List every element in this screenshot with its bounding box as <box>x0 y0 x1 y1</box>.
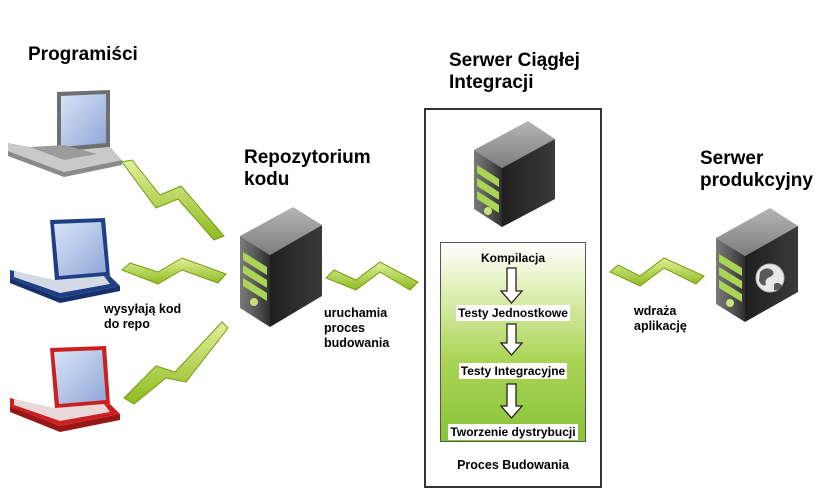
trigger-build-label: uruchamia proces budowania <box>324 306 390 350</box>
deploy-label: wdraża aplikację <box>634 304 687 333</box>
laptop-1-icon <box>8 90 122 177</box>
lightning-bolt-4-icon <box>325 261 419 291</box>
build-step-3: Testy Integracyjne <box>458 363 568 379</box>
laptop-2-icon <box>10 218 120 303</box>
lightning-bolt-1-icon <box>121 159 225 241</box>
build-arrow-2-icon <box>499 323 524 356</box>
build-step-2: Testy Jednostkowe <box>456 305 570 321</box>
build-step-1: Kompilacja <box>480 251 546 265</box>
laptop-3-icon <box>10 346 120 432</box>
lightning-bolt-3-icon <box>123 321 229 405</box>
production-title-line2: produkcyjny <box>700 170 813 191</box>
production-server-icon <box>716 208 798 322</box>
build-arrow-1-icon <box>499 267 524 304</box>
ci-server-title: Serwer Ciągłej Integracji <box>449 50 580 94</box>
ci-server-icon <box>474 121 555 227</box>
build-step-4: Tworzenie dystrybucji <box>448 424 578 440</box>
repository-title: Repozytorium kodu <box>244 147 371 191</box>
globe-icon <box>755 263 785 293</box>
lightning-bolt-5-icon <box>609 257 705 287</box>
build-process-caption: Proces Budowania <box>457 458 569 472</box>
production-title-line1: Serwer <box>700 148 764 169</box>
repository-title-line2: kodu <box>244 169 290 190</box>
ci-server-title-line1: Serwer Ciągłej <box>449 50 580 71</box>
push-code-label: wysyłają kod do repo <box>104 302 182 331</box>
developers-title: Programiści <box>28 44 138 65</box>
build-arrow-3-icon <box>499 383 524 419</box>
ci-server-title-line2: Integracji <box>449 72 534 93</box>
repository-title-line1: Repozytorium <box>244 147 371 168</box>
lightning-bolt-2-icon <box>121 257 227 285</box>
production-title: Serwer produkcyjny <box>700 148 813 192</box>
repository-server-icon <box>240 207 322 327</box>
